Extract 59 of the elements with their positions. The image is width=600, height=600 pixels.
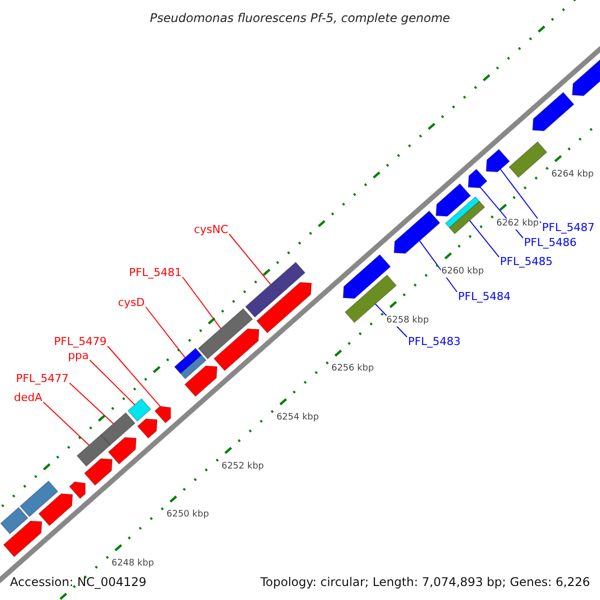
gene-feature — [486, 148, 510, 172]
gene-feature — [137, 418, 158, 439]
gene-block — [448, 200, 486, 234]
gene-block — [127, 398, 152, 422]
leader-line — [89, 360, 136, 406]
gene-feature — [436, 183, 472, 217]
scale-label: 6248 kbp — [110, 558, 155, 570]
gene-label: PFL_5484 — [458, 291, 511, 302]
gene-label: PFL_5477 — [16, 373, 69, 384]
gene-feature — [213, 328, 260, 372]
gene-feature — [68, 481, 86, 500]
gene-feature — [3, 520, 42, 558]
gene-block — [20, 480, 58, 518]
gene-label: PFL_5485 — [500, 256, 553, 267]
scale-label: 6258 kbp — [385, 315, 430, 326]
gene-feature — [394, 210, 440, 254]
gene-feature — [342, 254, 391, 299]
gene-feature — [184, 365, 218, 397]
gene-block — [100, 412, 136, 446]
title: Pseudomonas fluorescens Pf-5, complete genome — [148, 12, 452, 24]
leader-line — [145, 306, 186, 358]
gene-feature — [84, 458, 113, 486]
gene-block — [180, 354, 207, 380]
gene-label: cysNC — [194, 224, 228, 235]
gene-block — [198, 308, 254, 360]
gene-label: PFL_5481 — [129, 267, 182, 278]
gene-block — [244, 262, 306, 318]
leader-line — [107, 346, 161, 407]
leader-line — [469, 220, 500, 258]
leader-line — [42, 402, 90, 446]
gene-label: cysD — [118, 297, 145, 308]
gene-feature — [468, 168, 488, 188]
gene-label: ppa — [68, 350, 89, 361]
gene-block — [76, 434, 111, 467]
leader-line — [182, 276, 222, 330]
gene-feature — [38, 493, 73, 526]
gene-label: PFL_5487 — [542, 222, 595, 233]
scale-label: 6264 kbp — [550, 169, 595, 180]
leader-line — [419, 240, 458, 292]
gene-block — [508, 141, 548, 178]
scale-label: 6262 kbp — [495, 218, 540, 230]
gene-label: PFL_5479 — [54, 336, 107, 347]
gene-feature — [532, 92, 574, 132]
scale-label: 6250 kbp — [166, 510, 210, 521]
gene-feature — [154, 406, 172, 424]
scale-label: 6254 kbp — [275, 412, 320, 424]
gene-block — [0, 506, 28, 534]
accession-text: Accession: NC_004129 — [10, 576, 146, 588]
scale-label: 6256 kbp — [330, 364, 375, 375]
gene-block — [174, 348, 202, 374]
gene-label: PFL_5483 — [408, 336, 461, 347]
leader-line — [500, 168, 542, 224]
gene-feature — [108, 437, 137, 465]
gene-feature — [256, 282, 312, 334]
scale-label: 6252 kbp — [220, 461, 265, 472]
gene-label: dedA — [14, 392, 42, 403]
gene-label: PFL_5486 — [524, 237, 577, 248]
genome-info-text: Topology: circular; Length: 7,074,893 bp; Genes: 6,226 — [260, 576, 590, 588]
scale-label: 6260 kbp — [440, 266, 485, 278]
